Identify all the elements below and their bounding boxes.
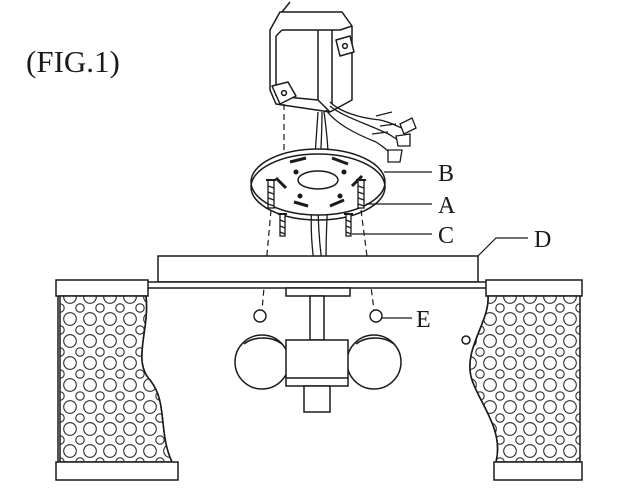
callout-labels: B A C D E [416,161,551,333]
fixture-screws [278,213,353,237]
right-shade [461,279,583,481]
callout-e: E [416,307,431,333]
mounting-plate [250,148,386,221]
callout-c: C [438,223,454,249]
callout-b: B [438,161,454,187]
canopy-plate [139,255,497,297]
wires [310,101,417,263]
keyhole-posts [253,309,383,323]
figure-title: (FIG.1) [26,44,120,79]
mounting-screws [266,179,366,209]
callout-leaders [352,171,528,319]
leader-d [477,237,528,257]
lamp-assembly [234,295,402,413]
callout-a: A [438,193,456,219]
junction-box [269,1,355,113]
left-shade [55,279,179,481]
callout-d: D [534,227,551,253]
